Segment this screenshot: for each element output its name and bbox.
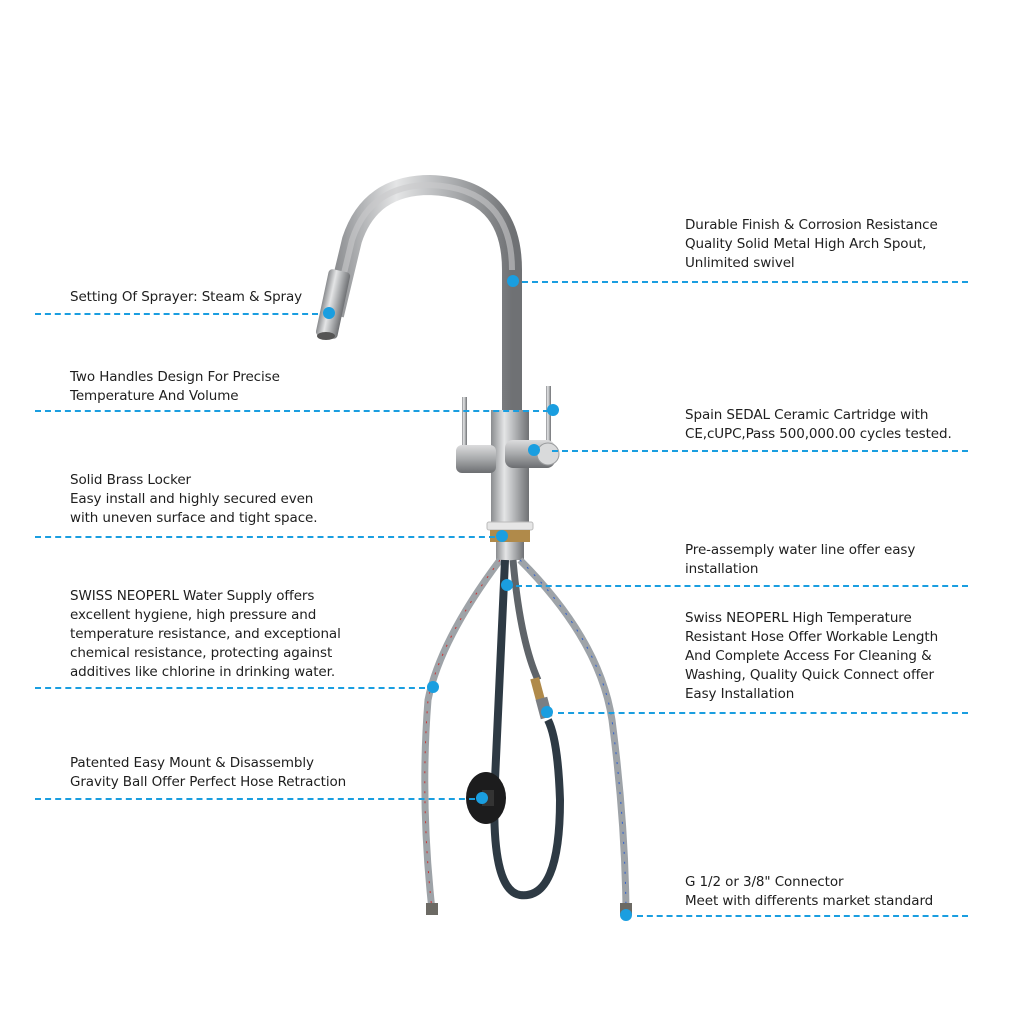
callout-water-line-marker bbox=[501, 579, 513, 591]
right-supply-hose bbox=[517, 557, 630, 911]
callout-water-line-leader-line bbox=[516, 585, 968, 587]
pull-hose bbox=[490, 559, 565, 900]
callout-gravity-ball-marker bbox=[476, 792, 488, 804]
callout-locker-label: Solid Brass Locker Easy install and high… bbox=[70, 472, 318, 526]
callout-connector-marker bbox=[620, 909, 632, 921]
callout-handles-marker bbox=[547, 404, 559, 416]
callout-spout-marker bbox=[507, 275, 519, 287]
callout-spout-label: Durable Finish & Corrosion Resistance Qu… bbox=[685, 217, 938, 271]
callout-hose-marker bbox=[541, 706, 553, 718]
callout-water-supply-marker bbox=[427, 681, 439, 693]
callout-hose-leader-line bbox=[558, 712, 968, 714]
callout-locker-marker bbox=[496, 530, 508, 542]
callout-sprayer-leader-line bbox=[35, 313, 318, 315]
callout-cartridge-leader-line bbox=[552, 450, 968, 452]
callout-water-supply-leader-line bbox=[35, 687, 425, 689]
callout-hose-label: Swiss NEOPERL High Temperature Resistant… bbox=[685, 610, 939, 702]
callout-cartridge-label: Spain SEDAL Ceramic Cartridge with CE,cU… bbox=[685, 407, 952, 442]
callout-connector-leader-line bbox=[637, 915, 968, 917]
callout-locker-leader-line bbox=[35, 536, 495, 538]
callout-sprayer-label: Setting Of Sprayer: Steam & Spray bbox=[70, 289, 303, 305]
left-supply-hose bbox=[421, 557, 503, 911]
callout-sprayer-marker bbox=[323, 307, 335, 319]
callout-water-supply-label: SWISS NEOPERL Water Supply offers excell… bbox=[70, 588, 341, 680]
callout-gravity-ball-label: Patented Easy Mount & Disassembly Gravit… bbox=[70, 755, 347, 790]
callout-water-line-label: Pre-assemply water line offer easy insta… bbox=[685, 542, 916, 577]
callout-handles-leader-line bbox=[35, 410, 549, 412]
callout-cartridge-marker bbox=[528, 444, 540, 456]
callout-spout-leader-line bbox=[522, 281, 968, 283]
callout-handles-label: Two Handles Design For Precise Temperatu… bbox=[70, 369, 280, 404]
left-handle bbox=[456, 445, 496, 473]
callout-connector-label: G 1/2 or 3/8" Connector Meet with differ… bbox=[685, 874, 934, 909]
callout-gravity-ball-leader-line bbox=[35, 798, 475, 800]
sprayer-head bbox=[315, 269, 351, 339]
